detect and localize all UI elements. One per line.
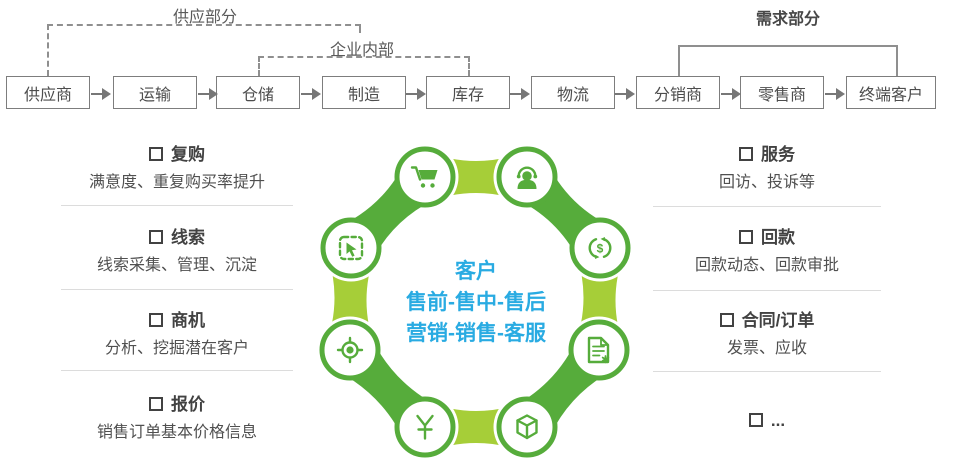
shopping-cart-icon [410,166,438,188]
flow-step-warehouse: 仓储 [216,76,300,109]
flow-arrow-icon [301,88,323,100]
flow-step-distributor: 分销商 [636,76,720,109]
feature-title-text: ... [770,411,786,430]
flow-arrow-icon [721,88,743,100]
feature-title-text: 商机 [171,311,205,330]
flow-arrow-icon [510,88,532,100]
feature-title: 合同/订单 [647,310,887,332]
flow-arrow-icon [825,88,847,100]
square-bullet-icon [149,147,163,161]
select-cursor-icon [338,235,364,261]
feature-desc: 回款动态、回款审批 [694,257,839,274]
center-line-sales-stages: 售前-售中-售后 [406,291,546,314]
supply-bracket-line [47,24,361,76]
supply-part-label: 供应部分 [172,9,237,26]
feature-title-text: 报价 [171,395,205,414]
feature-title: 回款 [647,227,887,249]
square-bullet-icon [739,147,753,161]
flow-arrow-icon [406,88,428,100]
divider [61,205,293,206]
divider [653,371,881,372]
customer-service-icon [516,166,538,189]
left-feature-column: 复购 满意度、重复购买率提升 线索 线索采集、管理、沉淀 商机 分析、挖掘潜在客… [55,0,299,466]
feature-title: 复购 [55,144,299,166]
svg-text:$: $ [597,242,604,256]
divider [653,206,881,207]
square-bullet-icon [739,230,753,244]
feature-title: 服务 [647,144,887,166]
feature-title: ... [647,410,887,432]
feature-title-text: 合同/订单 [741,311,815,330]
square-bullet-icon [149,230,163,244]
feature-desc: 满意度、重复购买率提升 [88,174,265,191]
feature-desc: 发票、应收 [726,340,807,357]
supply-bracket-tick [359,26,361,33]
flow-step-retailer: 零售商 [740,76,824,109]
internal-part-label: 企业内部 [329,42,394,59]
flower-center-text: 客户 售前-售中-售后 营销-销售-客服 [356,256,596,349]
feature-title-text: 回款 [761,228,795,247]
flow-step-supplier: 供应商 [6,76,90,109]
divider [653,290,881,291]
flow-arrow-icon [615,88,637,100]
target-icon [336,336,364,364]
cube-icon [516,414,538,440]
square-bullet-icon [149,397,163,411]
divider [61,370,293,371]
feature-title-text: 线索 [171,228,205,247]
flow-arrow-icon [91,88,113,100]
flower-circle-ring [569,217,631,279]
demand-part-label: 需求部分 [755,11,820,28]
square-bullet-icon [748,413,763,427]
feature-title: 商机 [55,310,299,332]
flow-step-inventory: 库存 [426,76,510,109]
crm-flower-diagram: $ [316,143,634,461]
feature-title-text: 服务 [761,145,795,164]
divider [61,289,293,290]
flow-step-manufacture: 制造 [322,76,406,109]
square-bullet-icon [719,313,734,327]
center-line-customer: 客户 [455,260,497,283]
feature-title: 报价 [55,394,299,416]
flow-step-transport: 运输 [113,76,197,109]
currency-exchange-icon: $ [588,237,612,259]
feature-title: 线索 [55,227,299,249]
flow-step-end-customer: 终端客户 [846,76,936,109]
invoice-icon [587,336,610,364]
feature-title-text: 复购 [171,145,205,164]
feature-desc: 回访、投诉等 [718,174,815,191]
flow-step-logistics: 物流 [531,76,615,109]
flow-arrow-icon [198,88,220,100]
flower-circle-ring [568,319,630,381]
feature-desc: 线索采集、管理、沉淀 [96,257,257,274]
feature-desc: 销售订单基本价格信息 [96,424,257,441]
feature-desc: 分析、挖掘潜在客户 [104,340,249,357]
internal-bracket-line [258,56,470,76]
demand-bracket-line [678,45,898,76]
square-bullet-icon [149,313,163,327]
center-line-departments: 营销-销售-客服 [406,322,546,345]
yen-icon [416,414,434,440]
right-feature-column: 服务 回访、投诉等 回款 回款动态、回款审批 合同/订单 发票、应收 ... [647,0,887,466]
